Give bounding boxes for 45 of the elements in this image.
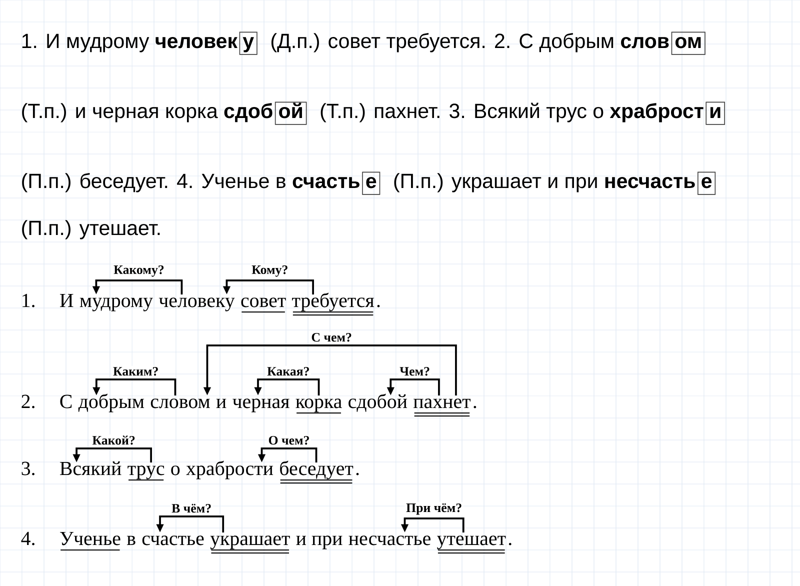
underlined-word: трус xyxy=(128,466,164,480)
word: Всякий xyxy=(60,461,122,476)
sentence-text: (Д.п.) совет требуется. 2. С добрым слов xyxy=(271,32,669,52)
underlined-word: утешает xyxy=(437,536,506,554)
edge-label: Какому? xyxy=(112,264,166,278)
ending-box: и xyxy=(706,102,725,125)
edge-label: С чем? xyxy=(310,332,354,343)
underlined-word: совет xyxy=(241,298,286,312)
word: сдобой xyxy=(348,394,408,412)
word: И xyxy=(60,294,74,307)
underlined-word: беседует xyxy=(280,460,354,484)
word: С xyxy=(60,394,72,408)
underlined-word: требуется xyxy=(292,292,374,316)
underlined-word: украшает xyxy=(210,536,290,554)
sentence-number: 2. xyxy=(22,394,34,408)
underlined-word: Ученье xyxy=(60,532,120,550)
edge-label: Какой? xyxy=(91,434,137,446)
sentence-number: 1. xyxy=(22,294,34,308)
edge-label: При чём? xyxy=(404,502,464,516)
underlined-word: пахнет xyxy=(414,398,470,416)
word: в xyxy=(126,536,136,545)
word: словом xyxy=(150,398,210,408)
word: несчастье xyxy=(348,536,430,546)
word: человеку xyxy=(158,298,235,312)
sentence-number: 4. xyxy=(21,532,34,546)
sentence-number: 3. xyxy=(22,462,34,476)
word: храбрости xyxy=(186,460,274,480)
word: черная xyxy=(232,398,290,412)
word: счастье xyxy=(142,536,204,546)
ending-box: е xyxy=(362,172,380,195)
ending-box: е xyxy=(698,172,716,195)
word: мудрому xyxy=(80,298,153,312)
word: добрым xyxy=(78,394,144,412)
sentence-text: (П.п.) украшает и при несчасть xyxy=(394,173,695,192)
ending-box: ом xyxy=(671,32,706,55)
word: и при xyxy=(296,536,342,550)
ending-box: ой xyxy=(274,102,307,125)
underlined-word: корка xyxy=(296,398,342,414)
word: и xyxy=(216,398,226,408)
edge-label: В чём? xyxy=(170,502,213,514)
ending-box: у xyxy=(239,32,258,55)
edge-label: О чем? xyxy=(267,434,311,446)
edge-label: Кому? xyxy=(250,264,290,278)
sentence-text: (П.п.) утешает. xyxy=(22,220,160,240)
sentence-text: (Т.п.) пахнет. 3. Всякий трус о храброст xyxy=(320,102,704,122)
